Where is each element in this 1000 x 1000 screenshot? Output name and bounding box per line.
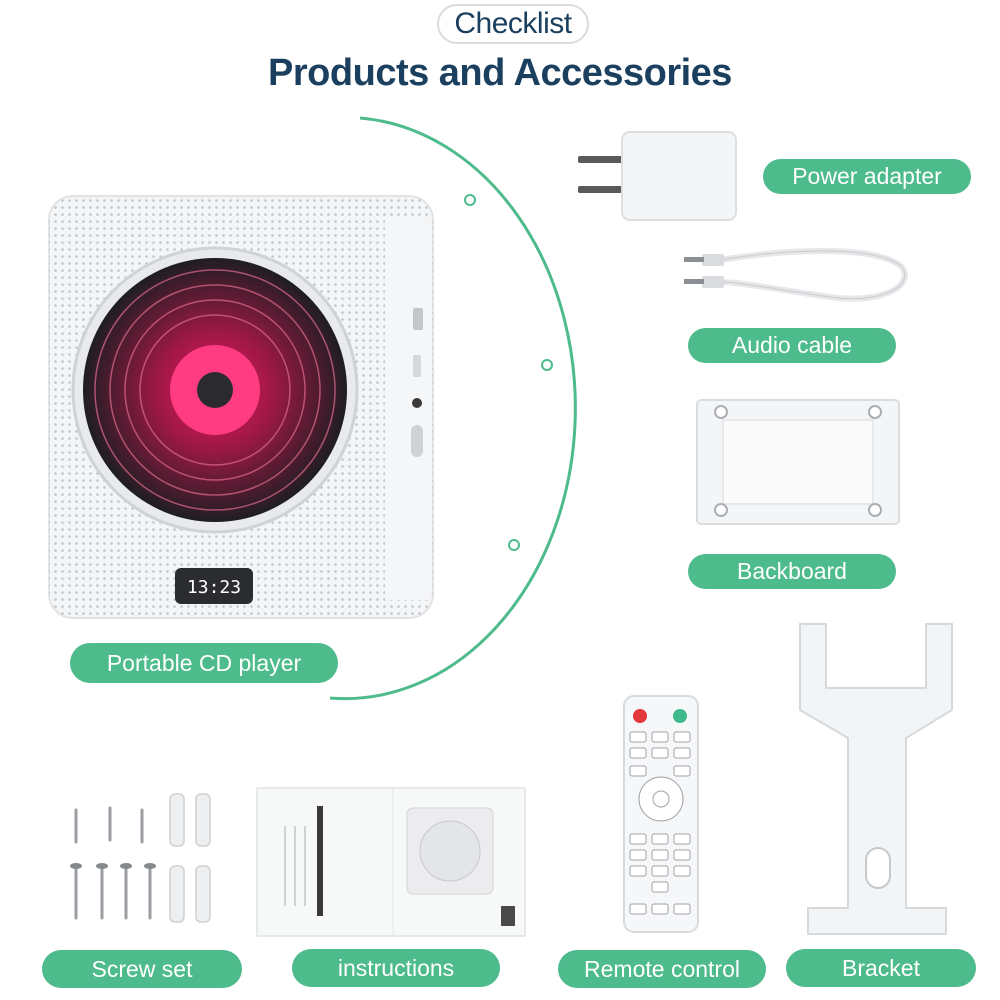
backboard-image <box>695 398 901 526</box>
page-title: Products and Accessories <box>268 52 732 94</box>
label-portable-cd-player: Portable CD player <box>70 643 338 683</box>
screw-set-image <box>62 790 222 930</box>
audio-cable-image <box>680 242 912 312</box>
label-backboard: Backboard <box>688 554 896 589</box>
bracket-image <box>796 618 956 938</box>
power-adapter-image <box>578 128 738 222</box>
label-screw-set: Screw set <box>42 950 242 988</box>
label-remote-control: Remote control <box>558 950 766 988</box>
player-display-time: 13:23 <box>186 577 242 598</box>
label-audio-cable: Audio cable <box>688 328 896 363</box>
label-power-adapter: Power adapter <box>763 159 971 194</box>
checklist-badge: Checklist <box>437 4 589 44</box>
label-instructions: instructions <box>292 949 500 987</box>
remote-control-image <box>622 694 700 934</box>
instructions-image <box>255 786 527 938</box>
checklist-badge-text: Checklist <box>454 7 572 40</box>
label-bracket: Bracket <box>786 949 976 987</box>
cd-player-image: 13:23 <box>45 190 437 622</box>
